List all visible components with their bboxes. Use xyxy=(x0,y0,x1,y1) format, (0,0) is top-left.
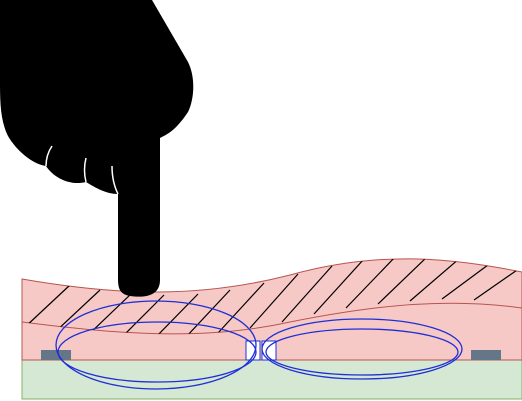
hatch-line xyxy=(153,293,199,334)
hatch-line xyxy=(85,292,133,334)
hatch-line xyxy=(249,273,299,329)
right-electrode xyxy=(471,350,501,360)
hatch-line xyxy=(441,261,493,300)
pointing-finger-icon xyxy=(0,0,194,297)
hatch-line xyxy=(217,282,265,334)
substrate-layer xyxy=(21,359,522,400)
hatch-line xyxy=(23,284,71,329)
flexible-layer-inner-boundary xyxy=(21,302,522,335)
hatch-line xyxy=(313,258,365,315)
hatch-pattern xyxy=(23,258,521,334)
field-line-left-inner xyxy=(57,321,257,383)
hatch-line xyxy=(53,289,101,334)
field-line-right-inner xyxy=(265,328,459,376)
field-line-left-outer xyxy=(55,300,257,390)
finger-knuckle-line xyxy=(111,165,119,195)
hatch-line xyxy=(185,289,231,334)
electric-field-lines xyxy=(55,300,463,390)
left-electrode xyxy=(41,350,71,360)
finger-knuckle-line xyxy=(45,145,53,167)
field-line-right-outer xyxy=(261,318,463,380)
hatch-line xyxy=(281,265,333,323)
finger-knuckle-line xyxy=(83,157,87,183)
hatch-line xyxy=(345,258,397,309)
hatch-line xyxy=(377,258,429,305)
hatch-line xyxy=(119,294,165,334)
hatch-line xyxy=(473,267,521,301)
hatch-line xyxy=(409,258,461,302)
